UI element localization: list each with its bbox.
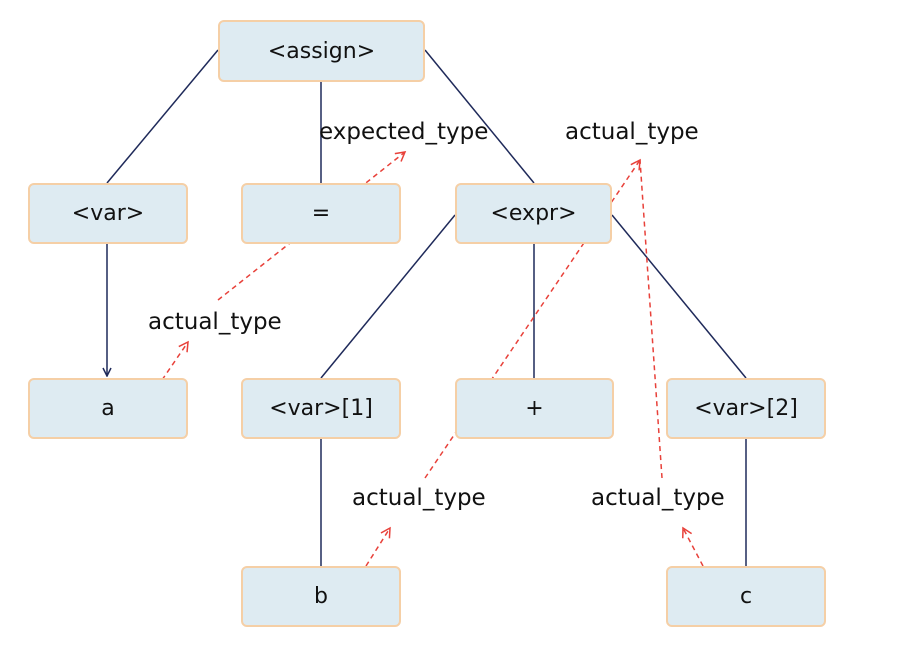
edge-expr-var2 xyxy=(611,214,747,379)
annotation-expected-type: expected_type xyxy=(319,119,489,145)
node-var: <var> xyxy=(28,183,188,244)
node-a: a xyxy=(28,378,188,439)
flow-b-actual-type xyxy=(365,526,391,567)
node-equals: = xyxy=(241,183,401,244)
node-c: c xyxy=(666,566,826,627)
node-var1: <var>[1] xyxy=(241,378,401,439)
annotation-actual-type-expr: actual_type xyxy=(565,119,699,145)
node-expr: <expr> xyxy=(455,183,612,244)
edge-assign-expr xyxy=(424,49,535,184)
node-var2: <var>[2] xyxy=(666,378,826,439)
flow-var2-to-expr-actual-type xyxy=(639,159,663,479)
annotation-actual-type-c: actual_type xyxy=(591,485,725,511)
annotation-actual-type-b: actual_type xyxy=(352,485,486,511)
edge-expr-var1 xyxy=(320,214,456,379)
flow-a-actual-type xyxy=(161,340,189,381)
node-plus: + xyxy=(455,378,614,439)
annotation-actual-type-a: actual_type xyxy=(148,309,282,335)
flow-c-actual-type xyxy=(682,526,704,567)
node-b: b xyxy=(241,566,401,627)
edge-assign-var xyxy=(106,49,219,184)
node-assign: <assign> xyxy=(218,20,425,82)
